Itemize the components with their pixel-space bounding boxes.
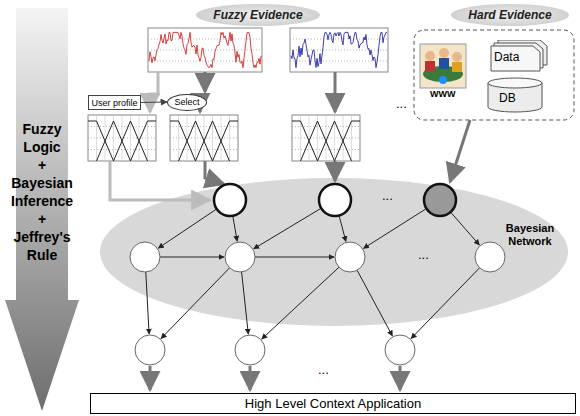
node-text: Bayesian Network <box>498 222 562 248</box>
hard-evidence-frame <box>414 30 574 120</box>
node-text: Fuzzy Evidence <box>213 8 302 22</box>
arrow-shape <box>4 8 80 412</box>
flow-arrow <box>254 209 321 249</box>
node-text: Fuzzy Logic + Bayesian Inference + Jeffr… <box>4 120 80 264</box>
application-box: High Level Context Application <box>90 393 576 414</box>
network-variable <box>424 184 456 216</box>
flow-arrow <box>233 217 237 242</box>
ellipsis-mark: ... <box>396 96 407 111</box>
network-variable <box>335 242 365 272</box>
flow-arrow <box>334 72 337 112</box>
flow-arrow <box>339 216 346 241</box>
flow-arrow <box>255 257 334 258</box>
flow-arrow <box>199 111 202 112</box>
flow-arrow <box>150 72 158 112</box>
flow-arrow <box>399 366 402 390</box>
flow-arrow <box>334 161 337 181</box>
select-ellipse: Select <box>167 94 207 111</box>
evidence-heading: Hard Evidence <box>451 4 569 26</box>
connector <box>141 101 167 103</box>
node-text: Select <box>174 97 199 107</box>
node-text: User profile <box>91 98 137 108</box>
ellipsis-mark: ... <box>382 188 393 203</box>
flow-arrow <box>451 213 479 245</box>
flow-arrow <box>357 270 392 336</box>
flow-arrow <box>160 257 224 258</box>
node-text: Data <box>494 50 519 64</box>
data-document: Data <box>490 40 548 72</box>
flow-arrow <box>364 209 426 248</box>
flow-arrow <box>242 272 249 334</box>
method-arrow: Fuzzy Logic + Bayesian Inference + Jeffr… <box>4 8 80 412</box>
flow-arrow <box>249 366 252 390</box>
icon-caption: WWW <box>430 89 455 99</box>
ellipsis-mark: ... <box>318 362 329 377</box>
profile-box: User profile <box>88 95 141 110</box>
flow-arrow <box>149 366 152 390</box>
signal-chart <box>148 28 262 72</box>
node-text: DB <box>499 91 516 105</box>
flow-arrow <box>262 267 339 339</box>
network-variable <box>235 335 265 365</box>
flow-arrow <box>411 268 480 339</box>
database-cylinder: DB <box>487 77 543 113</box>
flow-arrow <box>158 210 216 249</box>
flow-arrow <box>161 268 230 339</box>
node-text: High Level Context Application <box>95 396 571 411</box>
flow-arrow <box>110 161 210 200</box>
network-variable <box>135 335 165 365</box>
membership-chart <box>88 115 156 161</box>
signal-chart <box>290 28 388 72</box>
www-icon <box>420 44 466 88</box>
network-variable <box>214 184 246 216</box>
network-variable <box>130 242 160 272</box>
network-variable <box>385 335 415 365</box>
flow-arrow <box>146 272 149 334</box>
evidence-heading: Fuzzy Evidence <box>196 4 320 26</box>
membership-chart <box>292 115 360 161</box>
membership-chart <box>170 115 238 161</box>
network-variable <box>319 184 351 216</box>
network-variable <box>475 242 505 272</box>
ellipsis-mark: ... <box>418 247 429 262</box>
node-text: Hard Evidence <box>468 8 551 22</box>
network-variable <box>225 242 255 272</box>
flow-arrow <box>204 72 207 92</box>
flow-arrow <box>205 161 224 184</box>
flow-arrow <box>450 120 470 182</box>
